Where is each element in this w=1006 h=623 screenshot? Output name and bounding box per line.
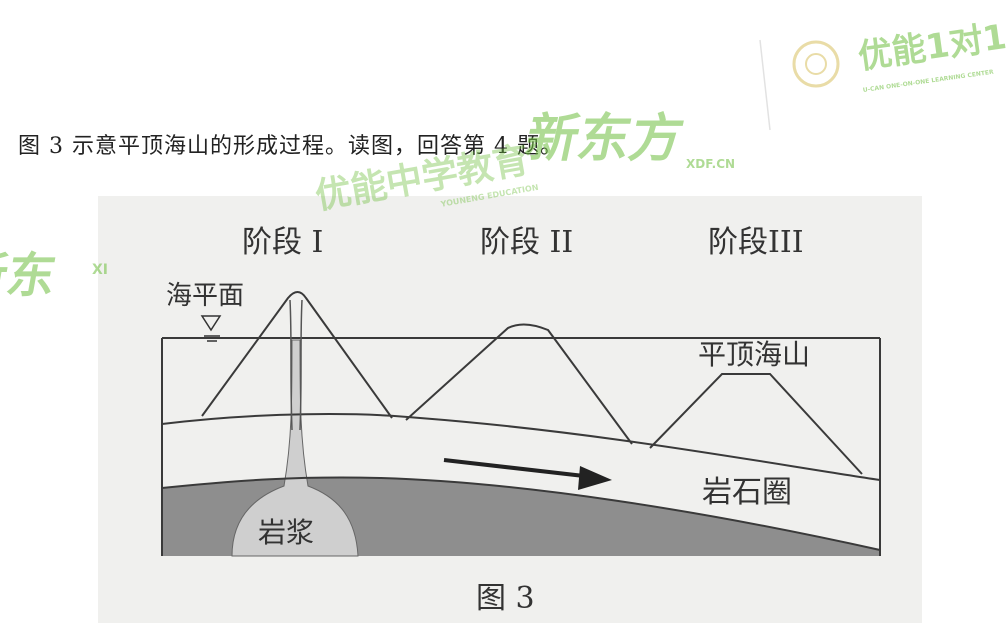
svg-text:新东方: 新东方 (520, 109, 689, 169)
stage-2-label: 阶段 II (480, 225, 573, 260)
seafloor-boundary (161, 413, 881, 481)
stage-1-volcano (201, 291, 393, 419)
watermark-youneng: 优能中学教育 YOUNENG EDUCATION (312, 139, 539, 218)
sea-level-symbol (200, 315, 222, 342)
watermark-left: 新东 XI (0, 248, 108, 304)
stage-1-label: 阶段 I (242, 225, 323, 260)
magma-chamber (231, 339, 359, 557)
magma-label: 岩浆 (258, 516, 314, 549)
guyot-label: 平顶海山 (698, 338, 810, 371)
watermark-youneng-1v1: 优能1对1 U-CAN ONE-ON-ONE LEARNING CENTER (759, 17, 1006, 131)
figure-caption: 图 3 (476, 581, 535, 616)
stage-3-label: 阶段III (708, 225, 804, 260)
stage-3-guyot (649, 373, 863, 475)
flower-logo-icon (792, 40, 840, 88)
volcanic-conduit (289, 299, 303, 431)
svg-text:XDF.CN: XDF.CN (686, 157, 735, 171)
svg-text:XI: XI (92, 262, 108, 278)
svg-text:优能中学教育: 优能中学教育 (312, 139, 532, 218)
lithosphere-base (161, 476, 881, 551)
plate-movement-arrow (443, 458, 612, 490)
svg-text:新东: 新东 (0, 248, 60, 304)
watermark-xdf: 新东方 XDF.CN (520, 109, 735, 171)
question-intro: 图 3 示意平顶海山的形成过程。读图，回答第 4 题。 (18, 134, 563, 159)
stage-2-volcano (405, 323, 633, 445)
lithosphere-label: 岩石圈 (702, 475, 792, 510)
svg-text:优能1对1: 优能1对1 (856, 17, 1006, 77)
sea-level-label: 海平面 (166, 281, 244, 311)
